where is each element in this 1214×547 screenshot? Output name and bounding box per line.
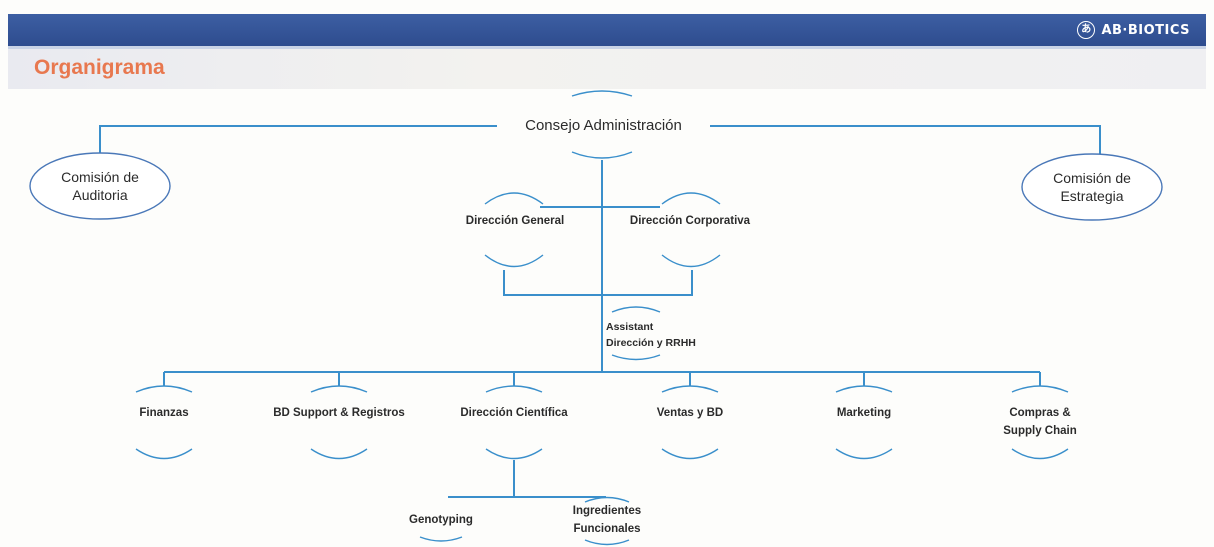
ingredients-arc-top [584,496,630,503]
ingredients-label: Ingredientes Funcionales [548,502,666,538]
sales-arc-bottom [661,448,719,460]
genotyping-label: Genotyping [409,514,473,526]
committee-ellipses [29,152,1163,221]
marketing-arc-bottom [835,448,893,460]
line-board-strategy [710,125,1101,158]
ingredients-arc-bottom [584,539,630,546]
board-label: Consejo Administración [525,117,682,134]
header-bar: あ AB·BIOTICS [8,14,1206,49]
sales-arc-top [661,385,719,393]
general-direction-label: Dirección General [450,212,580,230]
purchasing-arc-top [1011,385,1069,393]
scientific-arc-bottom [485,448,543,460]
purchasing-label: Compras & Supply Chain [980,404,1100,440]
strategy-committee-ellipse [1021,153,1163,221]
assistant-arc-top [611,306,661,313]
assistant-arc-bottom [611,354,661,361]
finance-arc-bottom [135,448,193,460]
purchasing-line-1: Compras & [1009,407,1071,419]
bd-support-arc-top [310,385,368,393]
logo-text: AB·BIOTICS [1101,22,1190,38]
bd-support-arc-bottom [310,448,368,460]
line-science-sub [448,460,515,498]
strategy-committee-line-2: Estrategia [1060,188,1124,204]
ab-biotics-logo-icon: あ [1077,21,1096,39]
sales-label: Ventas y BD [656,407,724,419]
marketing-arc-top [835,385,893,393]
assistant-label: Assistant Dirección y RRHH [606,319,718,351]
finance-arc-top [135,385,193,393]
board-arc-top [571,90,633,97]
general-arc-top [484,192,544,205]
corporate-arc-top [661,192,721,205]
bd-support-label: BD Support & Registros [273,407,405,419]
page-title: Organigrama [34,56,165,79]
purchasing-line-2: Supply Chain [1003,425,1077,437]
scientific-arc-top [485,385,543,393]
genotyping-arc-bottom [419,536,463,542]
board-arc-bottom [571,151,633,159]
ingredients-line-2: Funcionales [573,523,641,535]
audit-committee-line-1: Comisión de [61,169,139,185]
node-arcs [135,90,1069,546]
corporate-direction-label: Dirección Corporativa [618,212,762,230]
strategy-committee-label: Comisión de Estrategia [1032,169,1152,205]
ingredients-line-1: Ingredientes [572,505,642,517]
line-directors-bottom [503,270,693,296]
marketing-label: Marketing [836,407,892,419]
assistant-line-1: Assistant [606,321,654,333]
title-band [8,49,1206,89]
audit-committee-ellipse [29,152,171,220]
finance-label: Finanzas [139,407,189,419]
audit-committee-line-2: Auditoria [72,187,128,203]
strategy-committee-line-1: Comisión de [1053,170,1131,186]
scientific-direction-label: Dirección Científica [460,407,568,419]
purchasing-arc-bottom [1011,448,1069,460]
line-board-audit [99,125,497,170]
corporate-arc-bottom [661,254,721,268]
assistant-line-2: Dirección y RRHH [606,337,696,349]
connector-lines [99,125,1101,498]
general-arc-bottom [484,254,544,268]
company-logo: あ AB·BIOTICS [1077,20,1190,40]
audit-committee-label: Comisión de Auditoria [40,168,160,204]
